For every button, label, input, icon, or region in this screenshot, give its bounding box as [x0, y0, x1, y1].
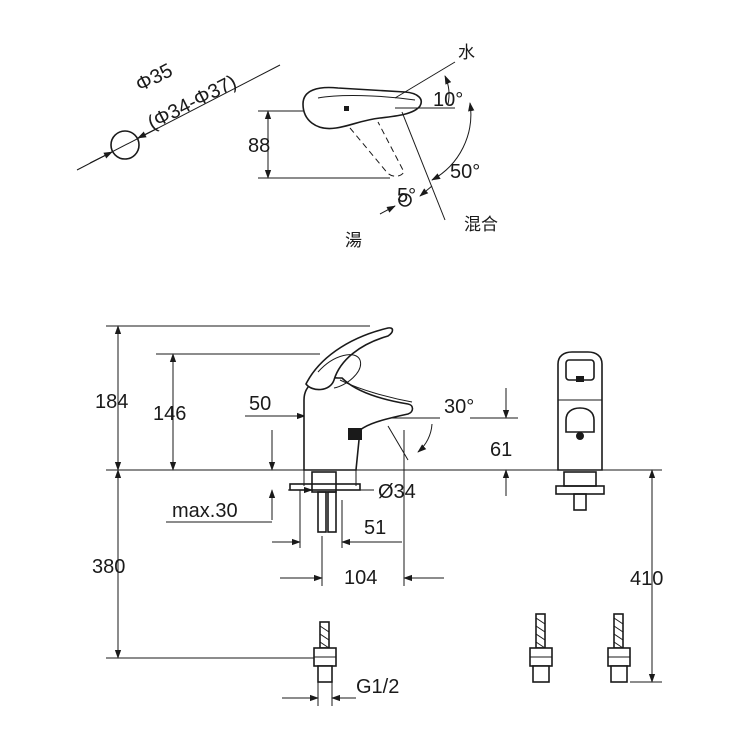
hole-diameter-label: Φ35: [132, 60, 176, 97]
thread-label: G1/2: [356, 676, 399, 698]
arc-50: [431, 102, 475, 181]
arrow-hot: [379, 205, 396, 215]
lever-top-edge: [317, 95, 416, 101]
lever-swing-outline: [349, 121, 405, 177]
mounting-hole-circle: [110, 130, 140, 160]
front-aerator: [565, 407, 595, 433]
lever-indicator-dot: [344, 106, 349, 111]
hot-label: 湯: [345, 231, 362, 250]
hose-connector-front-left: [529, 613, 553, 683]
hole-arrow-right: [137, 127, 159, 139]
ray-cold: [394, 61, 456, 99]
dim-61-label: 61: [490, 439, 512, 461]
hole-arrow-left: [89, 151, 113, 164]
supply-hose-right: [327, 491, 337, 533]
angle-30-arc: [417, 423, 433, 453]
max-30-label: max.30: [172, 500, 238, 522]
mix-label: 混合: [464, 215, 498, 234]
ray-mix: [401, 111, 446, 221]
lever-inner-curve: [317, 354, 362, 389]
hose-connector-front-right: [607, 613, 631, 683]
angle-30-ray: [387, 425, 409, 461]
dim-104-label: 104: [344, 567, 377, 589]
angle-50-label: 50°: [450, 161, 480, 183]
hot-position-circle: [398, 193, 412, 207]
front-stud: [573, 493, 587, 511]
front-indicator: [576, 376, 584, 382]
front-body: [557, 351, 603, 471]
side-view: 184 146 50 30° 61 Ø34: [92, 325, 662, 706]
front-view: 410: [529, 351, 663, 683]
cold-label: 水: [458, 43, 475, 62]
dim-88-label: 88: [248, 135, 270, 157]
angle-10-label: 10°: [433, 89, 463, 111]
angle-30-label: 30°: [444, 396, 474, 418]
front-nut: [563, 471, 597, 487]
front-plate: [555, 485, 605, 495]
mount-plate: [289, 483, 361, 491]
dim-146-label: 146: [153, 403, 186, 425]
dim-380-label: 380: [92, 556, 125, 578]
front-popup-rod: [576, 432, 584, 440]
top-view: Φ35 (Φ34-Φ37) 88 水 10° 50° 5° 混合 湯: [76, 43, 498, 250]
arrow-5: [419, 185, 433, 197]
dim-184-label: 184: [95, 391, 128, 413]
supply-hose-left: [317, 491, 327, 533]
dim-50-label: 50: [249, 393, 271, 415]
hose-connector-side: [313, 621, 337, 683]
faucet-lever: [305, 327, 394, 391]
dia-34-label: Ø34: [378, 481, 416, 503]
angle-5-label: 5°: [397, 185, 416, 207]
dim-51-label: 51: [364, 517, 386, 539]
spout-top-curve: [339, 379, 413, 403]
dim-410-label: 410: [630, 568, 663, 590]
mount-nut: [311, 471, 337, 493]
faucet-body: [303, 376, 414, 471]
aerator-outlet: [348, 428, 362, 440]
